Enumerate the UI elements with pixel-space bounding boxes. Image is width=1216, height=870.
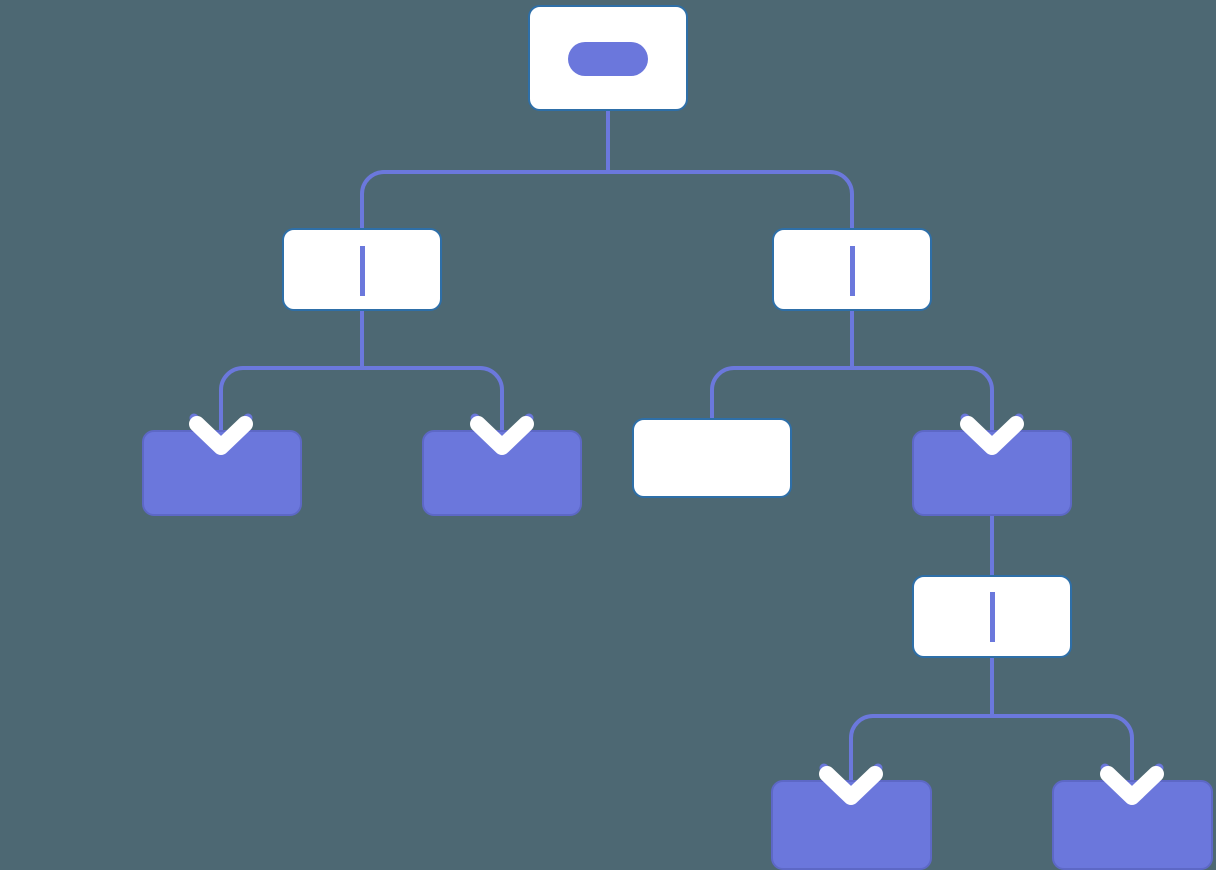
edge-l1-to-l2b [362, 366, 504, 432]
edge-r3-to-r4a [849, 714, 992, 782]
arrowhead-level4-right [1100, 763, 1164, 805]
arrowhead-front-chevron [470, 416, 534, 455]
edge-r3-to-r4b [992, 714, 1134, 782]
arrowhead-level2-left-a [189, 413, 253, 455]
edge-r1-to-r2a [710, 366, 852, 418]
arrowhead-level2-right-b [960, 413, 1024, 455]
arrowhead-front-chevron [819, 766, 883, 805]
node-root-pill [568, 42, 648, 76]
through-line-level1-right [850, 246, 855, 296]
edge-l1-to-l2a [219, 366, 362, 432]
edge-root-to-l1 [608, 170, 854, 240]
node-level2-right-a[interactable] [632, 418, 792, 498]
edge-r1-to-r2b [852, 366, 994, 432]
arrowhead-level4-left [819, 763, 883, 805]
edge-root-to-r1 [360, 170, 608, 240]
arrowhead-front-chevron [960, 416, 1024, 455]
through-line-level1-left [360, 246, 365, 296]
arrowhead-front-chevron [1100, 766, 1164, 805]
arrowhead-level2-left-b [470, 413, 534, 455]
through-line-level3-right [990, 592, 995, 642]
arrowhead-front-chevron [189, 416, 253, 455]
